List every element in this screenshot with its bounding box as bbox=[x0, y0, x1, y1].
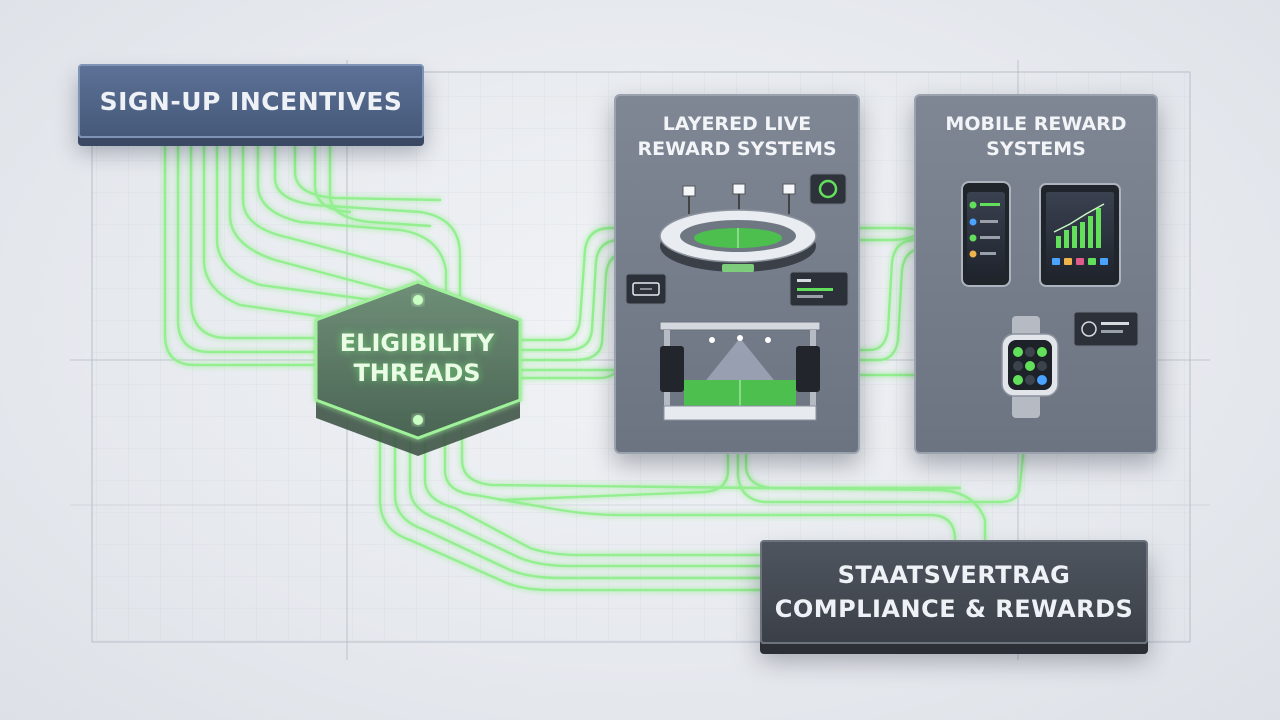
thread-hex-comp-6 bbox=[460, 418, 987, 542]
thread-hex-live-1 bbox=[518, 226, 652, 342]
eligibility-line-2: THREADS bbox=[353, 359, 481, 387]
thread-hex-live-2 bbox=[518, 238, 652, 352]
thread-hex-comp-5 bbox=[443, 418, 957, 542]
thread-signup-10 bbox=[293, 140, 442, 202]
mobile-reward-panel[interactable]: MOBILE REWARD SYSTEMS bbox=[914, 94, 1158, 454]
signup-incentives-box[interactable]: SIGN-UP INCENTIVES bbox=[78, 64, 424, 138]
thread-hex-comp-3 bbox=[408, 418, 762, 568]
thread-hex-comp-1 bbox=[378, 418, 762, 592]
thread-signup-11 bbox=[313, 140, 352, 214]
live-reward-title: LAYERED LIVE REWARD SYSTEMS bbox=[616, 112, 858, 162]
thread-signup-6 bbox=[228, 140, 397, 294]
live-title-line-1: LAYERED LIVE bbox=[662, 113, 812, 135]
thread-live-comp-3 bbox=[744, 434, 962, 490]
live-title-line-2: REWARD SYSTEMS bbox=[637, 138, 837, 160]
thread-signup-7 bbox=[241, 140, 432, 292]
eligibility-hexagon[interactable] bbox=[314, 280, 522, 456]
thread-signup-12 bbox=[328, 140, 432, 228]
thread-signup-4 bbox=[202, 140, 347, 322]
thread-live-comp-1 bbox=[498, 434, 730, 502]
thread-hex-comp-4 bbox=[423, 418, 762, 557]
thread-hex-comp-2 bbox=[393, 418, 762, 580]
thread-signup-1 bbox=[163, 140, 322, 367]
signup-incentives-label: SIGN-UP INCENTIVES bbox=[99, 86, 403, 116]
eligibility-threads-label: ELIGIBILITY THREADS bbox=[312, 318, 522, 398]
thread-signup-9 bbox=[273, 140, 462, 312]
thread-live-comp-2 bbox=[736, 434, 1027, 504]
staatsvertrag-compliance-box[interactable]: STAATSVERTRAG COMPLIANCE & REWARDS bbox=[760, 540, 1148, 644]
thread-signup-5 bbox=[215, 140, 374, 302]
compliance-line-2: COMPLIANCE & REWARDS bbox=[774, 595, 1134, 623]
thread-live-mobile-3 bbox=[824, 238, 952, 352]
mobile-title-line-2: SYSTEMS bbox=[986, 138, 1086, 160]
hex-glow-dot-top bbox=[413, 295, 423, 305]
thread-signup-8 bbox=[256, 140, 448, 302]
mobile-title-line-1: MOBILE REWARD bbox=[945, 113, 1127, 135]
compliance-line-1: STAATSVERTRAG bbox=[837, 561, 1071, 589]
live-reward-panel[interactable]: LAYERED LIVE REWARD SYSTEMS bbox=[614, 94, 860, 454]
mobile-reward-title: MOBILE REWARD SYSTEMS bbox=[916, 112, 1156, 162]
hex-glow-dot-bottom bbox=[413, 415, 423, 425]
eligibility-line-1: ELIGIBILITY bbox=[339, 329, 495, 357]
eligibility-threads bbox=[163, 140, 1027, 592]
thread-signup-3 bbox=[189, 140, 327, 340]
thread-signup-2 bbox=[176, 140, 324, 354]
